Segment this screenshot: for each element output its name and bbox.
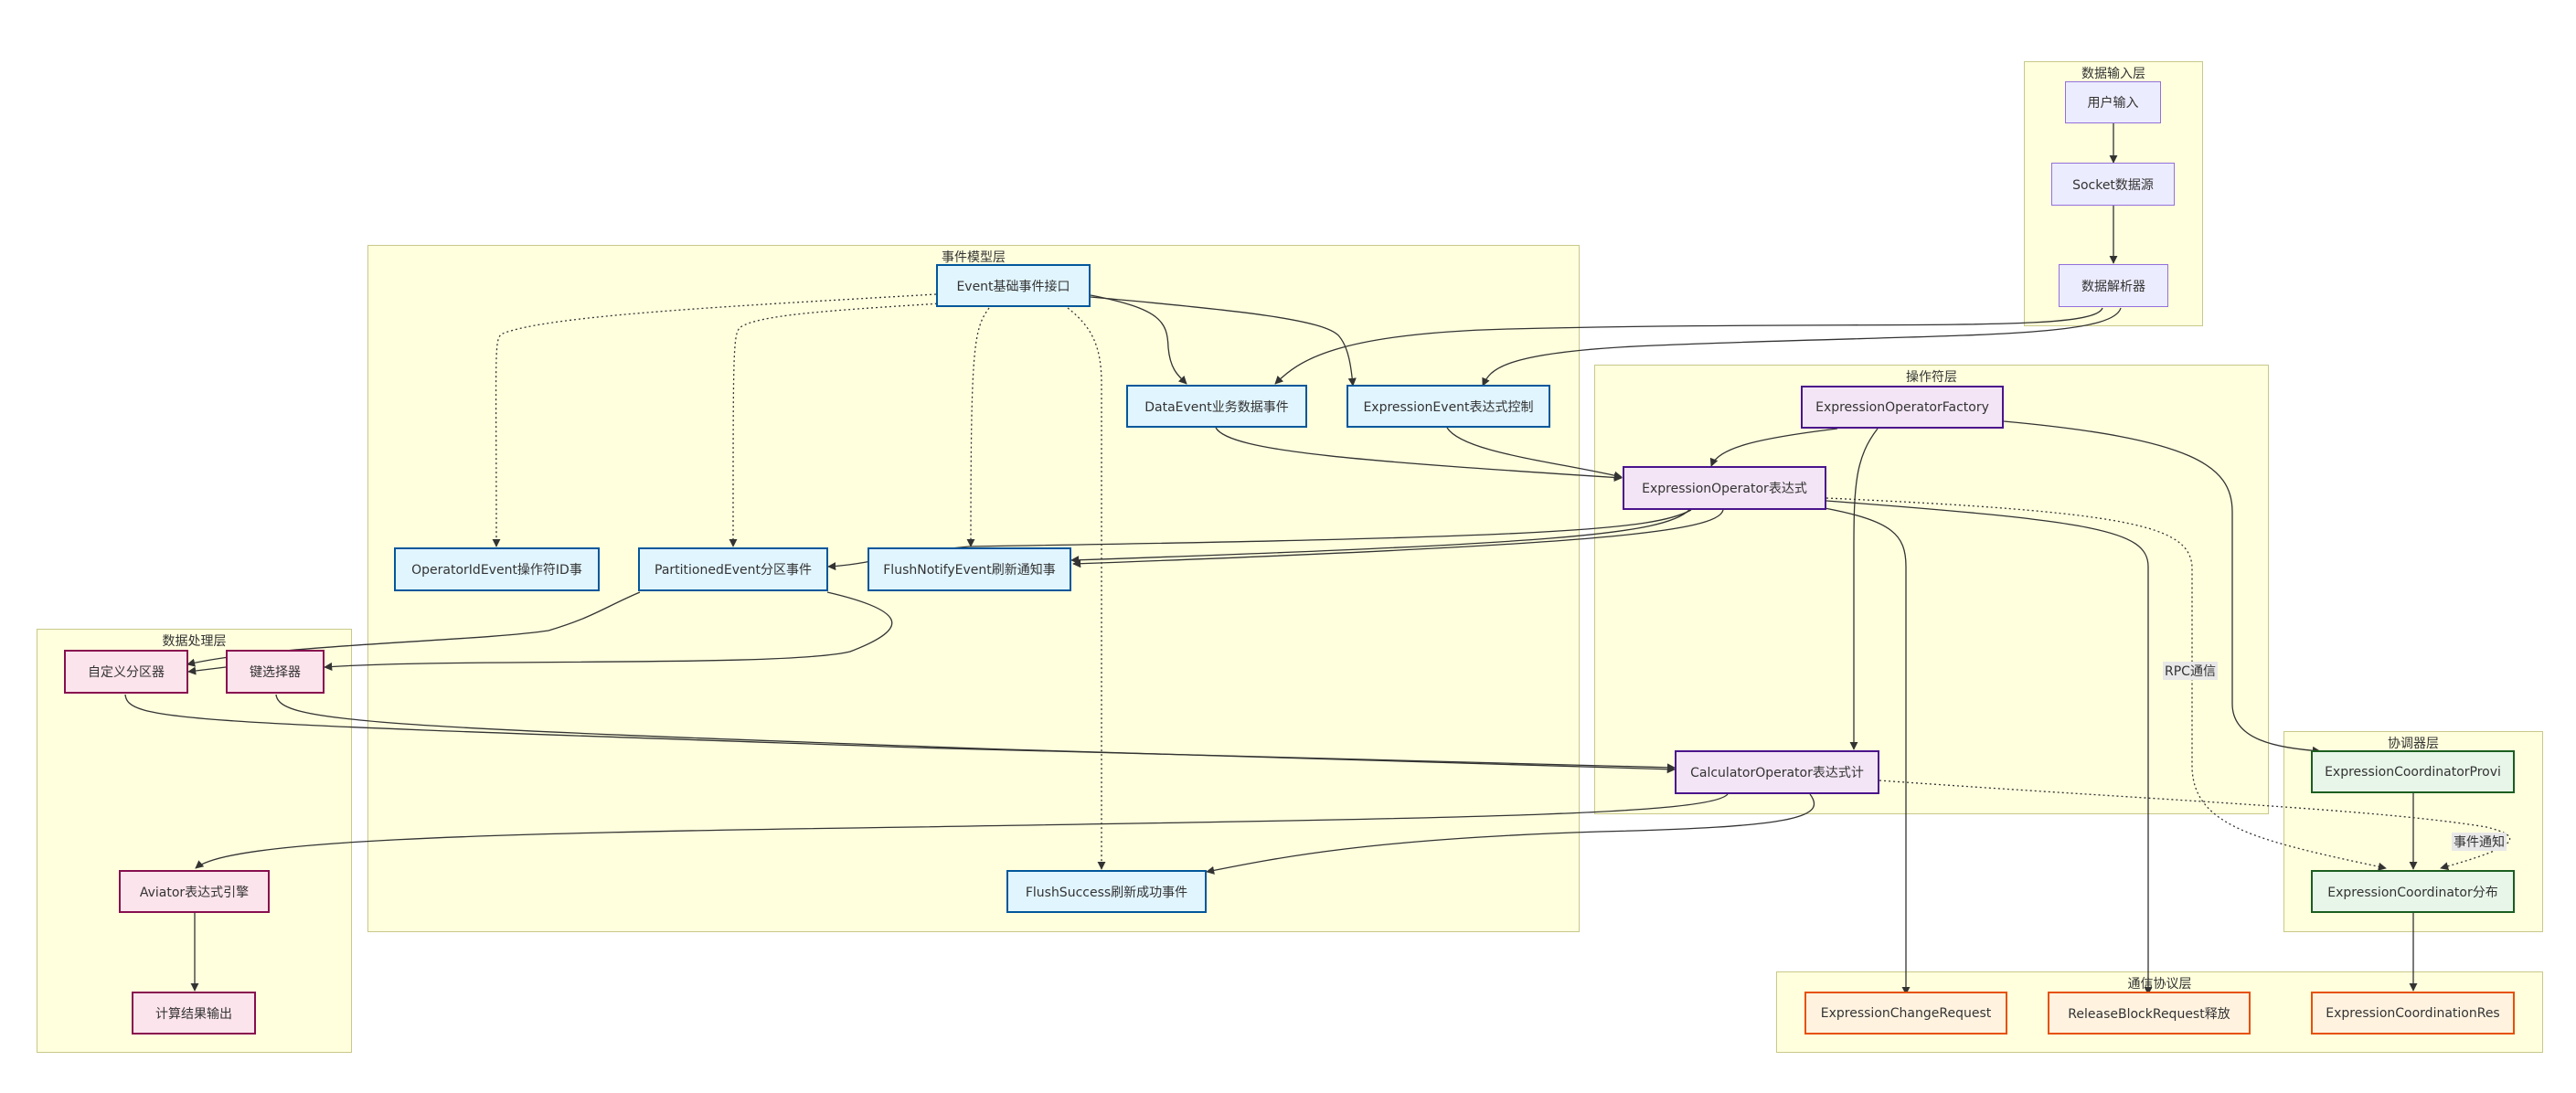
node-release-block-request[interactable]: ReleaseBlockRequest释放 xyxy=(2048,992,2251,1035)
edge-event-to-partitioned xyxy=(729,302,942,547)
edge-calculator-to-coordinator xyxy=(1879,780,2511,871)
group-event-title: 事件模型层 xyxy=(942,250,1006,265)
edge-factory-to-calculator xyxy=(1849,428,1879,750)
edge-parser-to-exprevent xyxy=(1482,307,2122,387)
edge-event-to-flushsuccess xyxy=(1067,307,1106,870)
edge-factory-to-operator xyxy=(1709,428,1838,467)
group-input-title: 数据输入层 xyxy=(2081,67,2145,81)
edge-operator-to-flushnotify-2 xyxy=(1072,509,1724,568)
edge-parser-to-dataevent xyxy=(1274,307,2103,385)
edge-event-to-exprevent xyxy=(1090,296,1357,387)
node-user-input[interactable]: 用户输入 xyxy=(2065,81,2161,123)
node-data-event[interactable]: DataEvent业务数据事件 xyxy=(1126,385,1307,428)
node-flush-success-event[interactable]: FlushSuccess刷新成功事件 xyxy=(1006,870,1207,913)
node-aviator-engine[interactable]: Aviator表达式引擎 xyxy=(119,870,270,913)
node-key-selector[interactable]: 键选择器 xyxy=(226,650,325,694)
edge-operator-to-flushnotify xyxy=(1070,509,1690,565)
node-data-parser[interactable]: 数据解析器 xyxy=(2059,264,2168,307)
edge-calculator-to-aviator xyxy=(195,793,1729,869)
node-expression-event[interactable]: ExpressionEvent表达式控制 xyxy=(1347,385,1550,428)
node-calculator-operator[interactable]: CalculatorOperator表达式计 xyxy=(1675,750,1879,794)
node-operator-id-event[interactable]: OperatorIdEvent操作符ID事 xyxy=(394,547,600,591)
node-custom-partitioner[interactable]: 自定义分区器 xyxy=(64,650,188,694)
edge-partitioned-to-keyselector xyxy=(324,591,893,671)
edge-operator-to-coordinator xyxy=(1826,497,2387,871)
node-expression-operator[interactable]: ExpressionOperator表达式 xyxy=(1623,466,1826,510)
group-operator-layer: 操作符层 xyxy=(1594,365,2269,814)
edge-factory-to-provider xyxy=(2003,420,2321,755)
node-socket-source[interactable]: Socket数据源 xyxy=(2051,163,2175,206)
edge-label-event-notify: 事件通知 xyxy=(2452,833,2507,851)
group-operator-title: 操作符层 xyxy=(1906,370,1957,385)
edge-exprevent-to-operator xyxy=(1446,427,1623,480)
edge-event-to-operatorid xyxy=(492,293,937,547)
edge-event-to-dataevent xyxy=(1090,294,1187,385)
node-flush-notify-event[interactable]: FlushNotifyEvent刷新通知事 xyxy=(868,547,1071,591)
node-coordination-response[interactable]: ExpressionCoordinationRes xyxy=(2311,992,2515,1035)
node-coordinator-provider[interactable]: ExpressionCoordinatorProvi xyxy=(2311,750,2515,793)
node-expression-operator-factory[interactable]: ExpressionOperatorFactory xyxy=(1801,386,2004,429)
group-protocol-title: 通信协议层 xyxy=(2127,977,2192,992)
edge-keyselector-to-calculator xyxy=(275,694,1676,774)
edge-partitioner-to-calculator xyxy=(124,694,1676,772)
node-expression-coordinator[interactable]: ExpressionCoordinator分布 xyxy=(2311,870,2515,913)
edge-operator-to-change xyxy=(1824,507,1911,995)
group-coordinator-title: 协调器层 xyxy=(2388,737,2439,751)
edge-event-to-flushnotify xyxy=(966,307,990,547)
edge-dataevent-to-operator xyxy=(1215,427,1623,483)
node-change-request[interactable]: ExpressionChangeRequest xyxy=(1804,992,2007,1035)
edge-calculator-to-flushsuccess xyxy=(1206,793,1815,875)
node-partitioned-event[interactable]: PartitionedEvent分区事件 xyxy=(638,547,828,591)
node-result-output[interactable]: 计算结果输出 xyxy=(132,992,256,1035)
node-event-base[interactable]: Event基础事件接口 xyxy=(936,264,1091,307)
edge-label-rpc: RPC通信 xyxy=(2163,662,2218,680)
group-processing-title: 数据处理层 xyxy=(162,634,227,649)
edge-operator-to-release xyxy=(1826,500,2153,995)
edge-keyselector-to-partitioner xyxy=(187,666,227,675)
